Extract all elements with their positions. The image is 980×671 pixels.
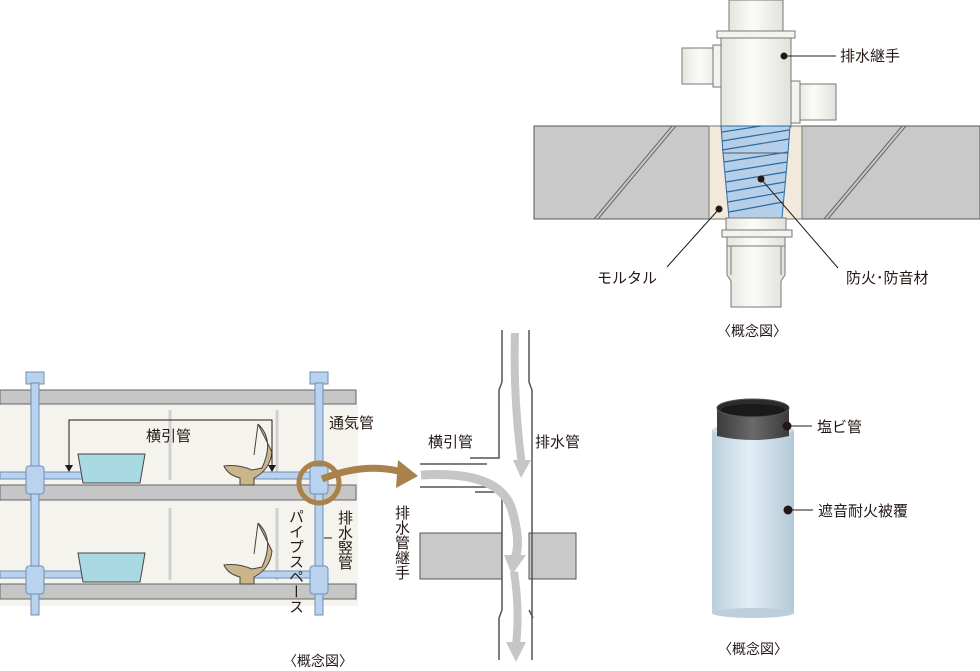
fire-sound-joint-diagram: 排水継手 モルタル 防火･防音材 〈概念図〉 (533, 0, 980, 340)
label-coating: 遮音耐火被覆 (818, 502, 908, 520)
wash-basin-upper (77, 453, 146, 484)
dot-pvc (782, 421, 792, 431)
pvc-pipe-opening (721, 404, 785, 416)
dot-coating (783, 505, 793, 515)
flow-arrow-horizontal (420, 469, 522, 563)
caption-top: 〈概念図〉 (717, 323, 787, 340)
lower-socket (725, 217, 787, 231)
drain-joint-body (720, 37, 792, 128)
branch-right (795, 83, 837, 121)
flow-detail-diagram: 横引管 排水管 排水管継手 (393, 330, 580, 662)
zoom-arrowhead (396, 460, 418, 488)
label-fire-sound-material: 防火･防音材 (846, 269, 929, 287)
arrow-down-right (268, 465, 276, 472)
floor-slab-right (799, 125, 980, 220)
pipe-space-section-diagram: 横引管 通気管 パイプスペース 排水竪管 〈概念図〉 (0, 371, 418, 670)
caption-bottom-left: 〈概念図〉 (283, 653, 353, 670)
drain-pipe-walls (420, 330, 534, 660)
partition-lines (168, 410, 279, 580)
label-flow-drain-pipe: 排水管 (535, 433, 580, 451)
flow-arrow-vertical (510, 332, 526, 466)
wrap-stripes (721, 125, 790, 213)
arrow-down-left (65, 465, 73, 472)
floor-slab-left (533, 125, 714, 220)
slab-top (0, 389, 357, 405)
lower-pipe (726, 236, 786, 308)
flow-slab-right (528, 532, 577, 580)
label-mortar: モルタル (597, 269, 657, 287)
toilet-upper (223, 423, 273, 486)
label-vertical-drain: 排水竪管 (336, 510, 354, 570)
flow-arrowhead-vertical (513, 460, 531, 478)
pipe-coating-diagram: 塩ビ管 遮音耐火被覆 〈概念図〉 (712, 398, 908, 658)
lower-collar (721, 229, 793, 238)
coating-bottom (712, 608, 794, 618)
flow-slab-left (419, 532, 503, 580)
pipe-joints (25, 465, 329, 595)
leader-mortar (666, 205, 723, 268)
leader-drain-joint (780, 52, 836, 60)
label-horizontal-pipe: 横引管 (146, 427, 191, 445)
coating-sleeve (712, 430, 794, 613)
highlight-circle (296, 460, 342, 506)
upper-pipe (728, 0, 784, 33)
label-flow-horizontal-pipe: 横引管 (428, 433, 473, 451)
zoom-arrow (320, 464, 403, 483)
slab-middle (0, 484, 357, 501)
flow-arrowhead-horizontal (504, 555, 526, 575)
label-drain-pipe-joint: 排水管継手 (393, 505, 411, 581)
wash-basin-lower (77, 552, 146, 583)
leader-fire-sound (757, 175, 839, 269)
vertical-drain-pipe (309, 371, 329, 616)
vent-pipe-left (25, 371, 45, 616)
caption-bottom-right: 〈概念図〉 (718, 641, 788, 658)
label-pvc-pipe: 塩ビ管 (817, 418, 862, 436)
flow-arrow-exit (510, 571, 522, 646)
toilet-lower (223, 522, 273, 585)
flow-arrowhead-exit (506, 642, 526, 662)
label-vent-pipe: 通気管 (329, 414, 374, 432)
joint-collar (716, 30, 796, 39)
horizontal-pipe-bracket (68, 419, 273, 467)
slab-bottom (0, 583, 357, 600)
slab-hatch (593, 125, 907, 220)
label-drain-joint: 排水継手 (840, 47, 900, 65)
label-pipe-space: パイプスペース (287, 509, 305, 614)
